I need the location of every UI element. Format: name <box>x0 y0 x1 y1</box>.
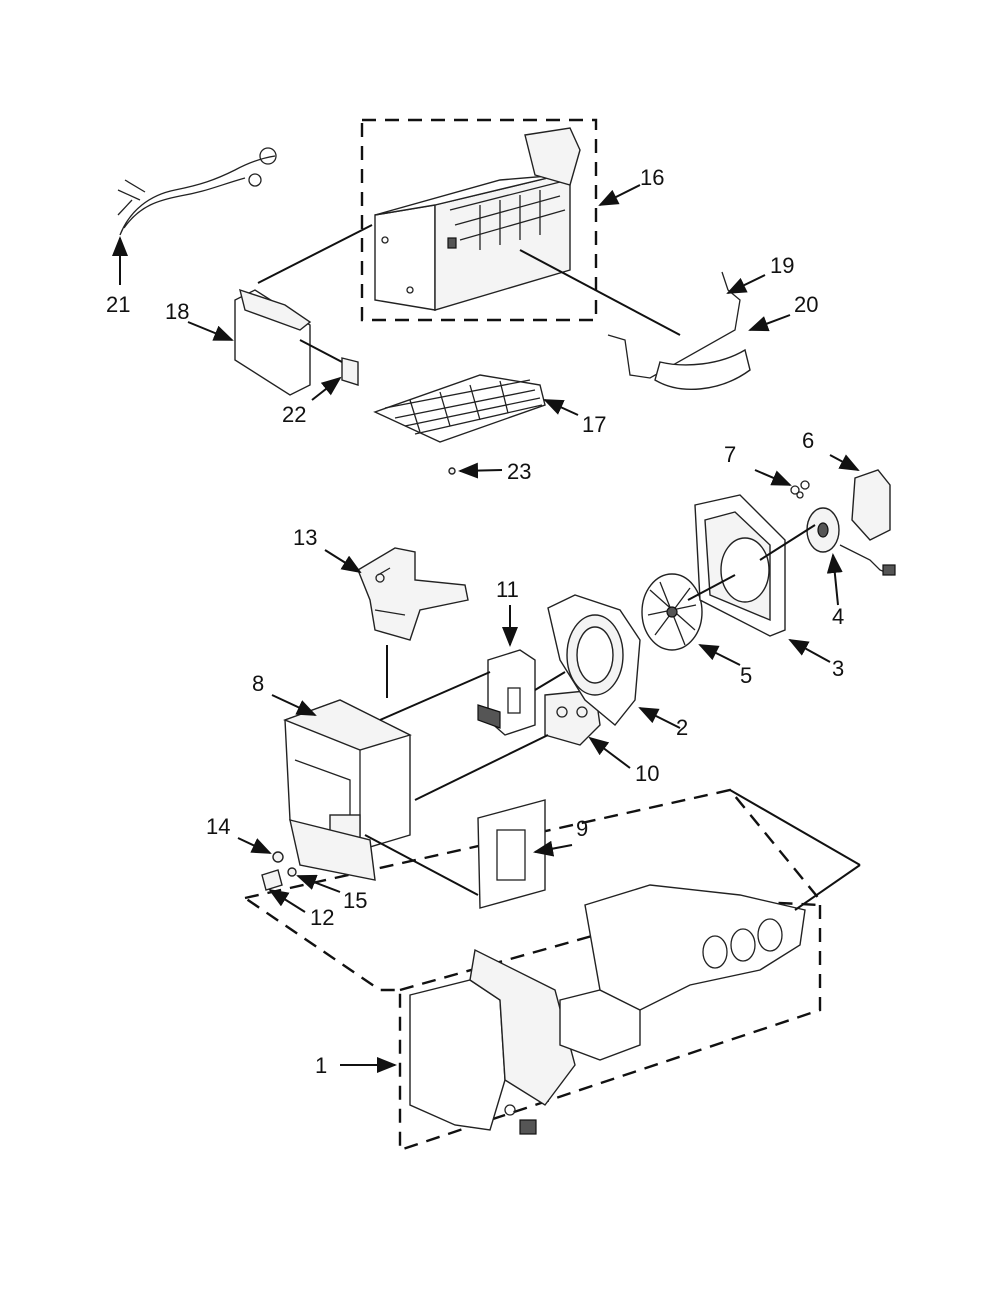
washer-part <box>287 867 297 877</box>
dispenser-housing-part <box>283 699 412 881</box>
ice-bucket-assembly-part <box>409 884 806 1135</box>
callout-6: 6 <box>802 428 814 453</box>
fan-motor-part <box>806 507 896 576</box>
assembly-lines <box>257 224 861 911</box>
icemaker-group-box <box>360 118 598 322</box>
ice-maker-part <box>374 127 581 311</box>
callout-14: 14 <box>206 814 230 839</box>
bracket-part <box>654 348 751 390</box>
callout-17: 17 <box>582 412 606 437</box>
cover-clip-part <box>341 357 359 386</box>
callout-7: 7 <box>724 442 736 467</box>
callout-21: 21 <box>106 292 130 317</box>
callout-5: 5 <box>740 663 752 688</box>
wire-harness-part <box>117 147 277 236</box>
funnel-part <box>357 547 469 641</box>
callout-10: 10 <box>635 761 659 786</box>
callout-19: 19 <box>770 253 794 278</box>
fastener-part <box>790 480 810 499</box>
callout-22: 22 <box>282 402 306 427</box>
callout-3: 3 <box>832 656 844 681</box>
leader-arrows <box>112 184 860 1073</box>
bolt-part <box>272 851 284 863</box>
callout-18: 18 <box>165 299 189 324</box>
fan-shroud-part <box>547 594 641 726</box>
motor-bracket-part <box>851 469 891 541</box>
callout-4: 4 <box>832 604 844 629</box>
callout-9: 9 <box>576 816 588 841</box>
ice-maker-cover-part <box>234 288 312 396</box>
auger-group-box <box>244 788 822 1152</box>
callout-23: 23 <box>507 459 531 484</box>
callout-8: 8 <box>252 671 264 696</box>
screw-part <box>448 467 456 475</box>
fan-blade-part <box>641 573 703 651</box>
callout-13: 13 <box>293 525 317 550</box>
ice-rack-part <box>373 374 546 443</box>
callout-16: 16 <box>640 165 664 190</box>
switch-housing-part <box>477 649 536 736</box>
callout-1: 1 <box>315 1053 327 1078</box>
gasket-part <box>477 799 546 909</box>
callout-11: 11 <box>496 577 519 602</box>
callout-labels: 1 2 3 4 5 6 7 8 9 10 11 12 13 14 15 16 1… <box>106 165 844 1078</box>
fan-housing-part <box>694 494 786 637</box>
callout-20: 20 <box>794 292 818 317</box>
clip-part <box>261 869 283 891</box>
callout-2: 2 <box>676 715 688 740</box>
callout-12: 12 <box>310 905 334 930</box>
callout-15: 15 <box>343 888 367 913</box>
